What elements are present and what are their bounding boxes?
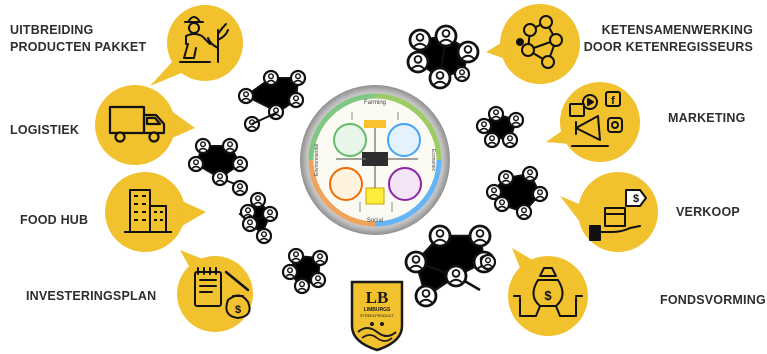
center-left-label: Environmental (314, 144, 320, 176)
bubble-verkoop (560, 172, 658, 252)
network-cooperation-icon (516, 15, 563, 69)
central-framework-circle: Farming Social Economic Environmental (300, 85, 450, 235)
svg-text:f: f (611, 95, 615, 107)
limburgs-streekproduct-logo: LB LIMBURGS STREEKPRODUCT (350, 280, 404, 352)
people-network-2 (187, 137, 249, 197)
svg-text:$: $ (235, 304, 241, 316)
label-uitbreiding-line2: PRODUCTEN PAKKET (10, 40, 147, 54)
label-ketensamenwerking: KETENSAMENWERKING DOOR KETENREGISSEURS (584, 22, 753, 56)
label-keten-line1: KETENSAMENWERKING (601, 23, 753, 37)
hands-money-bag-icon: $ (513, 267, 583, 317)
center-bottom-label: Social (367, 218, 383, 224)
label-fondsvorming: FONDSVORMING (660, 293, 766, 307)
contract-money-bag-icon: $ (194, 267, 251, 320)
hand-box-price-tag-icon: $ (589, 189, 647, 241)
people-network-7 (485, 165, 549, 221)
label-marketing: MARKETING (668, 111, 746, 125)
label-logistiek: LOGISTIEK (10, 123, 80, 137)
label-keten-line2: DOOR KETENREGISSEURS (583, 40, 753, 54)
label-uitbreiding-producten-pakket: UITBREIDING PRODUCTEN PAKKET (10, 22, 146, 56)
people-network-4 (281, 247, 329, 295)
delivery-truck-icon (108, 105, 166, 143)
bubble-ketensamenwerking (486, 4, 580, 84)
bubble-logistiek (95, 85, 195, 165)
svg-text:$: $ (633, 193, 639, 205)
center-right-label: Economic (430, 149, 436, 171)
people-network-8 (404, 224, 497, 308)
label-investeringsplan: INVESTERINGSPLAN (26, 289, 157, 303)
bubble-investeringsplan (177, 250, 253, 332)
svg-text:$: $ (544, 288, 552, 303)
label-uitbreiding-line1: UITBREIDING (10, 23, 94, 37)
office-building-icon (124, 189, 172, 233)
logo-line2: STREEKPRODUCT (360, 314, 395, 318)
label-food-hub: FOOD HUB (20, 213, 89, 227)
people-network-6 (475, 105, 525, 149)
people-network-5 (406, 24, 480, 90)
marketing-megaphone-icon: f (569, 91, 623, 147)
people-network-1 (237, 69, 307, 133)
label-verkoop: VERKOOP (676, 205, 740, 219)
center-top-label: Farming (364, 100, 386, 106)
logo-line1: LIMBURGS (364, 307, 391, 313)
people-network-3 (238, 191, 279, 245)
farmer-planting-icon (179, 16, 229, 63)
logo-letters: LB (366, 288, 389, 307)
